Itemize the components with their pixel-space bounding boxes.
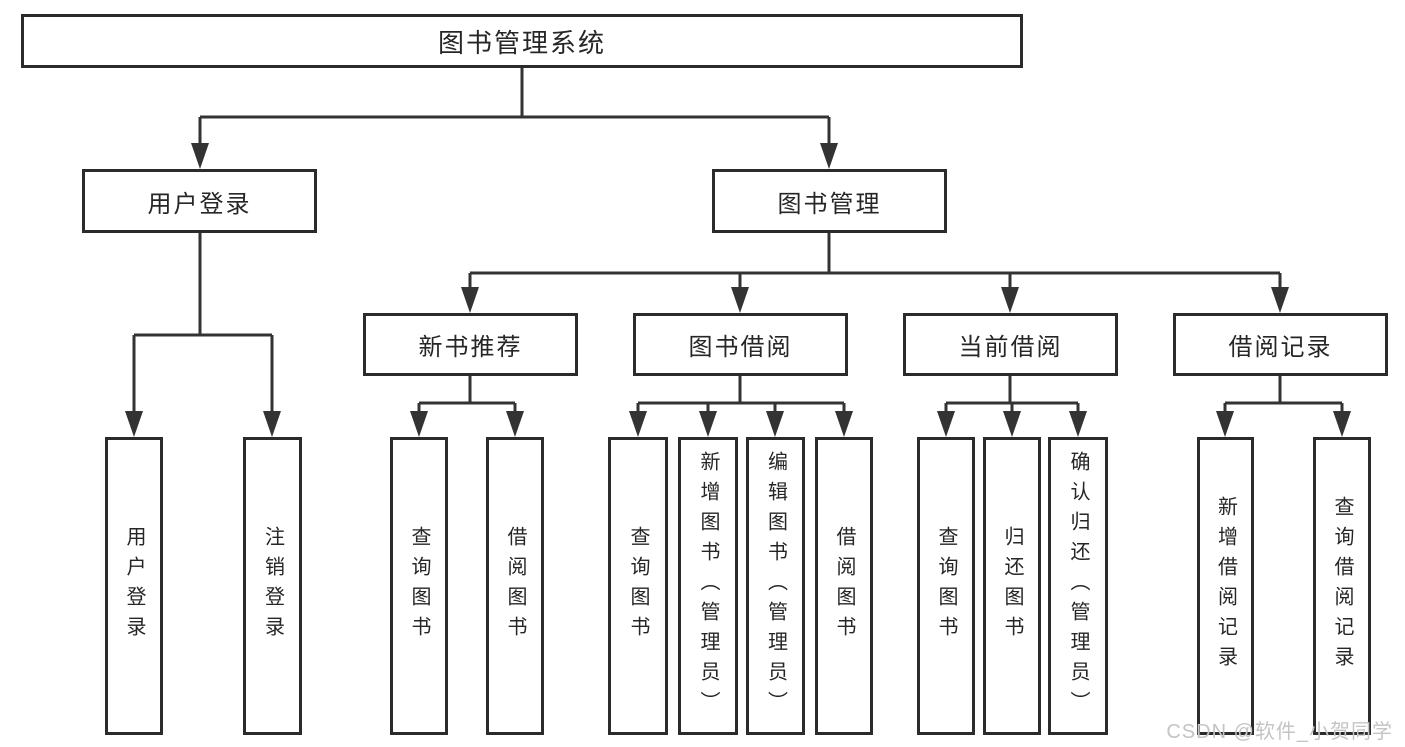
node-leaf-query-books-borrowing: 查询图书 (608, 437, 668, 735)
node-leaf-query-borrow-record: 查询借阅记录 (1313, 437, 1371, 735)
node-label: 查询图书 (627, 526, 649, 646)
node-label: 借阅图书 (833, 526, 855, 646)
node-borrowing-records: 借阅记录 (1173, 313, 1388, 376)
node-label: 注销登录 (261, 526, 284, 646)
node-label: 查询图书 (935, 526, 957, 646)
node-leaf-borrow-books-recommend: 借阅图书 (486, 437, 544, 735)
node-label: 新书推荐 (418, 334, 523, 361)
node-label: 借阅记录 (1228, 334, 1333, 361)
node-leaf-logout: 注销登录 (243, 437, 302, 735)
node-leaf-user-login: 用户登录 (105, 437, 163, 735)
node-leaf-edit-books-admin: 编辑图书（管理员） (746, 437, 805, 735)
node-new-book-recommendation: 新书推荐 (363, 313, 578, 376)
node-label: 用户登录 (123, 526, 145, 646)
node-library-management-system: 图书管理系统 (21, 14, 1023, 68)
node-label: 新增借阅记录 (1214, 496, 1237, 676)
csdn-watermark: CSDN @软件_小贺同学 (1166, 721, 1393, 743)
node-label: 借阅图书 (504, 526, 526, 646)
node-book-borrowing: 图书借阅 (633, 313, 848, 376)
node-book-management: 图书管理 (712, 169, 947, 233)
node-label: 查询借阅记录 (1331, 496, 1353, 676)
node-label: 图书管理系统 (437, 27, 606, 58)
node-leaf-borrow-books-borrowing: 借阅图书 (815, 437, 873, 735)
node-label: 用户登录 (147, 190, 252, 218)
node-label: 编辑图书（管理员） (764, 451, 787, 721)
node-label: 查询图书 (408, 526, 430, 646)
node-leaf-query-books-current: 查询图书 (917, 437, 975, 735)
node-label: 新增图书（管理员） (697, 451, 719, 721)
node-leaf-query-books-recommend: 查询图书 (390, 437, 448, 735)
node-leaf-return-books: 归还图书 (983, 437, 1041, 735)
node-label: 图书借阅 (688, 334, 793, 361)
node-label: 当前借阅 (958, 334, 1063, 361)
node-leaf-add-borrow-record: 新增借阅记录 (1197, 437, 1254, 735)
node-label: 归还图书 (1001, 526, 1023, 646)
node-label: 图书管理 (777, 190, 882, 218)
node-leaf-confirm-return-admin: 确认归还（管理员） (1048, 437, 1108, 735)
node-label: 确认归还（管理员） (1067, 451, 1089, 721)
node-leaf-add-books-admin: 新增图书（管理员） (678, 437, 738, 735)
node-user-login: 用户登录 (82, 169, 317, 233)
node-current-borrowing: 当前借阅 (903, 313, 1118, 376)
